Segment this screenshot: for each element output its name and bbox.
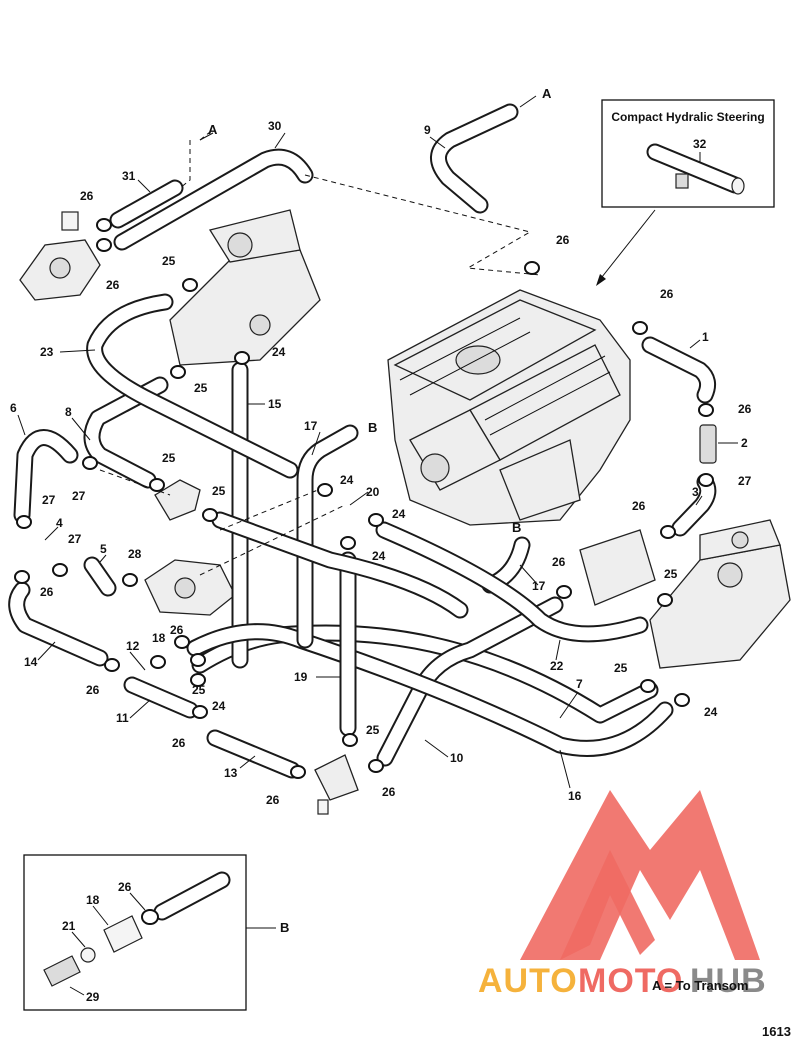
- circulating-pump: [144, 559, 236, 616]
- callout-numbers: 1 2 3 4 5 6 7 8 9 10 11 12 13 14 15 16 1…: [10, 119, 752, 807]
- callout-26-inset: 26: [118, 880, 132, 894]
- callout-7: 7: [576, 677, 583, 691]
- engine-block: [387, 289, 631, 526]
- connector-b-upper: B: [368, 420, 377, 435]
- callout-18: 18: [152, 631, 166, 645]
- steering-inset-title: Compact Hydralic Steering: [611, 110, 764, 124]
- callout-2: 2: [741, 436, 748, 450]
- callout-27-d: 27: [738, 474, 752, 488]
- callout-26-b: 26: [106, 278, 120, 292]
- callout-17a: 17: [304, 419, 318, 433]
- callout-27-a: 27: [42, 493, 56, 507]
- callout-31: 31: [122, 169, 136, 183]
- watermark-auto: AUTO: [478, 962, 578, 1000]
- callout-25-c: 25: [162, 451, 176, 465]
- y-fitting: [123, 676, 199, 719]
- steering-arrow-head: [596, 274, 606, 286]
- callout-4: 4: [56, 516, 63, 530]
- connector-b-lower: B: [512, 520, 521, 535]
- callout-13: 13: [224, 766, 238, 780]
- callout-8: 8: [65, 405, 72, 419]
- callout-26-c: 26: [556, 233, 570, 247]
- callout-26-j: 26: [86, 683, 100, 697]
- callout-9: 9: [424, 123, 431, 137]
- callout-30: 30: [268, 119, 282, 133]
- seawater-pump: [19, 211, 101, 301]
- callout-6: 6: [10, 401, 17, 415]
- callout-3: 3: [692, 485, 699, 499]
- inset-b-panel: B 18 21 26 29: [23, 854, 289, 1011]
- callout-24-a: 24: [272, 345, 286, 359]
- thermostat-housing: [154, 479, 201, 521]
- callout-25-a: 25: [162, 254, 176, 268]
- inset-b-label: B: [280, 920, 289, 935]
- callout-26-d: 26: [660, 287, 674, 301]
- callout-26-k: 26: [172, 736, 186, 750]
- callout-24-d: 24: [372, 549, 386, 563]
- callout-25-d: 25: [212, 484, 226, 498]
- callout-26-i: 26: [170, 623, 184, 637]
- watermark-logo: AUTO MOTO HUB: [478, 790, 767, 1000]
- hoses: [8, 103, 717, 779]
- leader-lines: [17, 95, 738, 789]
- callout-5: 5: [100, 542, 107, 556]
- callout-17b: 17: [532, 579, 546, 593]
- callout-26-l: 26: [266, 793, 280, 807]
- callout-18-inset: 18: [86, 893, 100, 907]
- fuel-cooler-module: [579, 529, 656, 606]
- steering-inset-panel: Compact Hydralic Steering: [601, 99, 775, 208]
- connector-a-left: A: [208, 122, 218, 137]
- legend-transom: A = To Transom: [652, 978, 748, 993]
- callout-23: 23: [40, 345, 54, 359]
- watermark-hub: HUB: [690, 962, 767, 1000]
- figure-number: 1613: [762, 1024, 791, 1039]
- callout-16: 16: [568, 789, 582, 803]
- callout-10: 10: [450, 751, 464, 765]
- callout-29: 29: [86, 990, 100, 1004]
- callout-26-f: 26: [632, 499, 646, 513]
- callout-21: 21: [62, 919, 76, 933]
- callout-27-b: 27: [72, 489, 86, 503]
- callout-26-h: 26: [40, 585, 54, 599]
- callout-14: 14: [24, 655, 38, 669]
- callout-26-a: 26: [80, 189, 94, 203]
- callout-20: 20: [366, 485, 380, 499]
- callout-27-c: 27: [68, 532, 82, 546]
- callout-24-f: 24: [704, 705, 718, 719]
- exhaust-manifold-right: [649, 519, 791, 669]
- hose-clamps: [14, 218, 714, 779]
- callout-15: 15: [268, 397, 282, 411]
- steering-cooler-part: [646, 143, 745, 195]
- callout-25-b: 25: [194, 381, 208, 395]
- callout-26-g: 26: [552, 555, 566, 569]
- callout-24-e: 24: [212, 699, 226, 713]
- callout-25-g: 25: [664, 567, 678, 581]
- exhaust-manifold-left: [169, 209, 321, 366]
- callout-12: 12: [126, 639, 140, 653]
- callout-24-b: 24: [340, 473, 354, 487]
- water-distribution-housing: [314, 754, 359, 815]
- watermark-moto: MOTO: [578, 962, 683, 1000]
- callout-25-h: 25: [614, 661, 628, 675]
- callout-11: 11: [116, 711, 129, 725]
- connector-a-right: A: [542, 86, 552, 101]
- callout-25-f: 25: [366, 723, 380, 737]
- callout-26-e: 26: [738, 402, 752, 416]
- callout-1: 1: [702, 330, 709, 344]
- callout-28: 28: [128, 547, 142, 561]
- callout-22: 22: [550, 659, 564, 673]
- callout-25-e: 25: [192, 683, 206, 697]
- steering-arrow-line: [597, 209, 656, 283]
- callout-26-m: 26: [382, 785, 396, 799]
- callout-32: 32: [693, 137, 707, 151]
- callout-24-c: 24: [392, 507, 406, 521]
- callout-19: 19: [294, 670, 308, 684]
